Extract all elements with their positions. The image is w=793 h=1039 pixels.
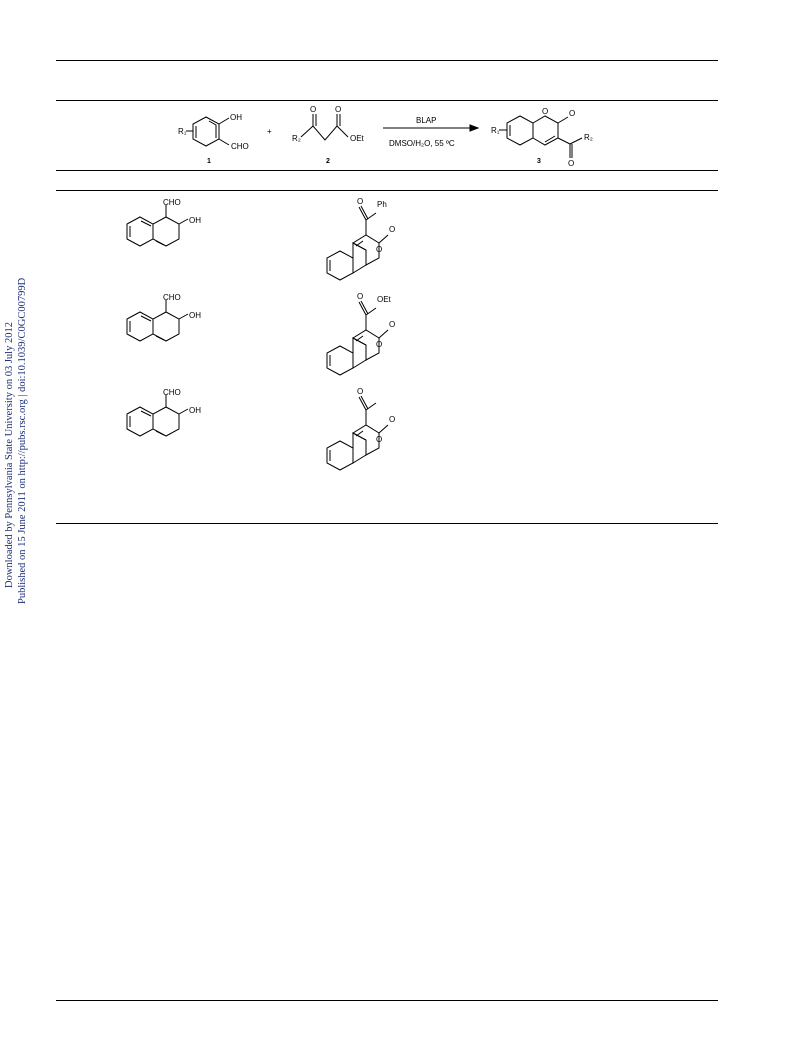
substrate-structure: CHO OH <box>126 293 201 342</box>
plus-sign: + <box>267 127 272 136</box>
substrate-oh-label: OH <box>189 311 201 320</box>
svg-text:O: O <box>310 105 316 114</box>
table-bottom-rule <box>56 523 718 524</box>
page-bottom-rule <box>56 1000 718 1001</box>
svg-text:O: O <box>376 435 382 444</box>
reactant-1-number: 1 <box>207 158 211 165</box>
substrate-structure: CHO OH <box>126 388 201 437</box>
scheme-top-rule <box>56 100 718 101</box>
substrate-cho-label: CHO <box>163 198 181 207</box>
entry-row-1: CHO OH O O O Ph <box>126 197 395 281</box>
svg-text:O: O <box>389 320 395 329</box>
substrate-structure: CHO OH <box>126 198 201 247</box>
svg-text:O: O <box>335 105 341 114</box>
reaction-arrow: BLAP DMSO/H₂O, 55 ºC <box>383 116 480 148</box>
product-structure: O O O Ph <box>326 197 395 281</box>
reactant-2-r-label: R₂ <box>292 134 301 143</box>
svg-text:O: O <box>357 292 363 301</box>
svg-text:O: O <box>376 245 382 254</box>
svg-text:O: O <box>376 340 382 349</box>
arrow-reagent-label: BLAP <box>416 116 436 125</box>
substrate-cho-label: CHO <box>163 388 181 397</box>
svg-text:O: O <box>357 197 363 206</box>
reactant-2-number: 2 <box>326 158 330 165</box>
product-structure: O O O <box>326 387 395 471</box>
reaction-scheme: R₁ OH CHO 1 + O O R₂ OEt 2 BLAP DMSO/H₂O… <box>178 105 593 168</box>
reactant-1-r-label: R₁ <box>178 127 187 136</box>
arrow-conditions-label: DMSO/H₂O, 55 ºC <box>389 139 455 148</box>
product-structure: O O O OEt <box>326 292 395 376</box>
substrate-oh-label: OH <box>189 216 201 225</box>
reactant-1-cho-label: CHO <box>231 142 249 151</box>
top-rule <box>56 60 718 61</box>
table-top-rule <box>56 190 718 191</box>
reactant-2-oet-label: OEt <box>350 134 365 143</box>
svg-text:O: O <box>357 387 363 396</box>
svg-text:O: O <box>542 107 548 116</box>
reactant-1-structure: R₁ OH CHO 1 <box>178 113 249 165</box>
product-3-r2-label: R₂ <box>584 133 593 142</box>
product-substituent-label: Ph <box>377 200 387 209</box>
svg-text:O: O <box>569 109 575 118</box>
product-3-number: 3 <box>537 158 541 165</box>
svg-text:O: O <box>568 159 574 168</box>
svg-text:O: O <box>389 415 395 424</box>
scheme-bottom-rule <box>56 170 718 171</box>
published-notice: Published on 15 June 2011 on http://pubs… <box>17 277 28 604</box>
entry-row-2: CHO OH O O O OEt <box>126 292 395 376</box>
product-3-structure: O O O R₁ R₂ 3 <box>491 107 593 168</box>
reactant-1-oh-label: OH <box>230 113 242 122</box>
substrate-oh-label: OH <box>189 406 201 415</box>
product-substituent-label: OEt <box>377 295 392 304</box>
svg-text:O: O <box>389 225 395 234</box>
entry-row-3: CHO OH O O O <box>126 387 395 471</box>
substrate-cho-label: CHO <box>163 293 181 302</box>
product-3-r1-label: R₁ <box>491 126 500 135</box>
downloaded-notice: Downloaded by Pennsylvania State Univers… <box>4 322 15 588</box>
reactant-2-structure: O O R₂ OEt 2 <box>292 105 365 165</box>
